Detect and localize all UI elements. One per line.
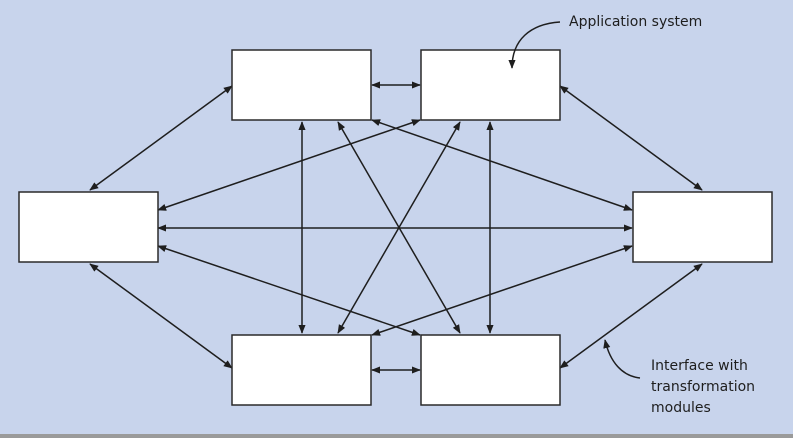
connector-left-top-left <box>89 85 233 191</box>
connector-left-bottom-left <box>89 263 233 369</box>
system-box-right <box>632 191 773 263</box>
system-box-bottom-left <box>231 334 372 406</box>
connector-right-top-right <box>559 85 703 191</box>
system-box-left <box>18 191 159 263</box>
interface-label-line2: transformation <box>651 379 755 395</box>
interface-label-line1: Interface with <box>651 358 748 374</box>
interface-pointer <box>603 339 641 379</box>
application-systems <box>18 49 773 406</box>
application-system-label: Application system <box>569 14 702 30</box>
connections <box>89 81 703 374</box>
system-box-top-right <box>420 49 561 121</box>
system-box-top-left <box>231 49 372 121</box>
interface-label-line3: modules <box>651 400 711 416</box>
application-system-pointer <box>508 21 561 69</box>
connector-right-bottom-right <box>559 263 703 369</box>
system-box-bottom-right <box>420 334 561 406</box>
connector-right-bottom-left <box>371 245 633 336</box>
connector-right-top-left <box>371 119 633 211</box>
